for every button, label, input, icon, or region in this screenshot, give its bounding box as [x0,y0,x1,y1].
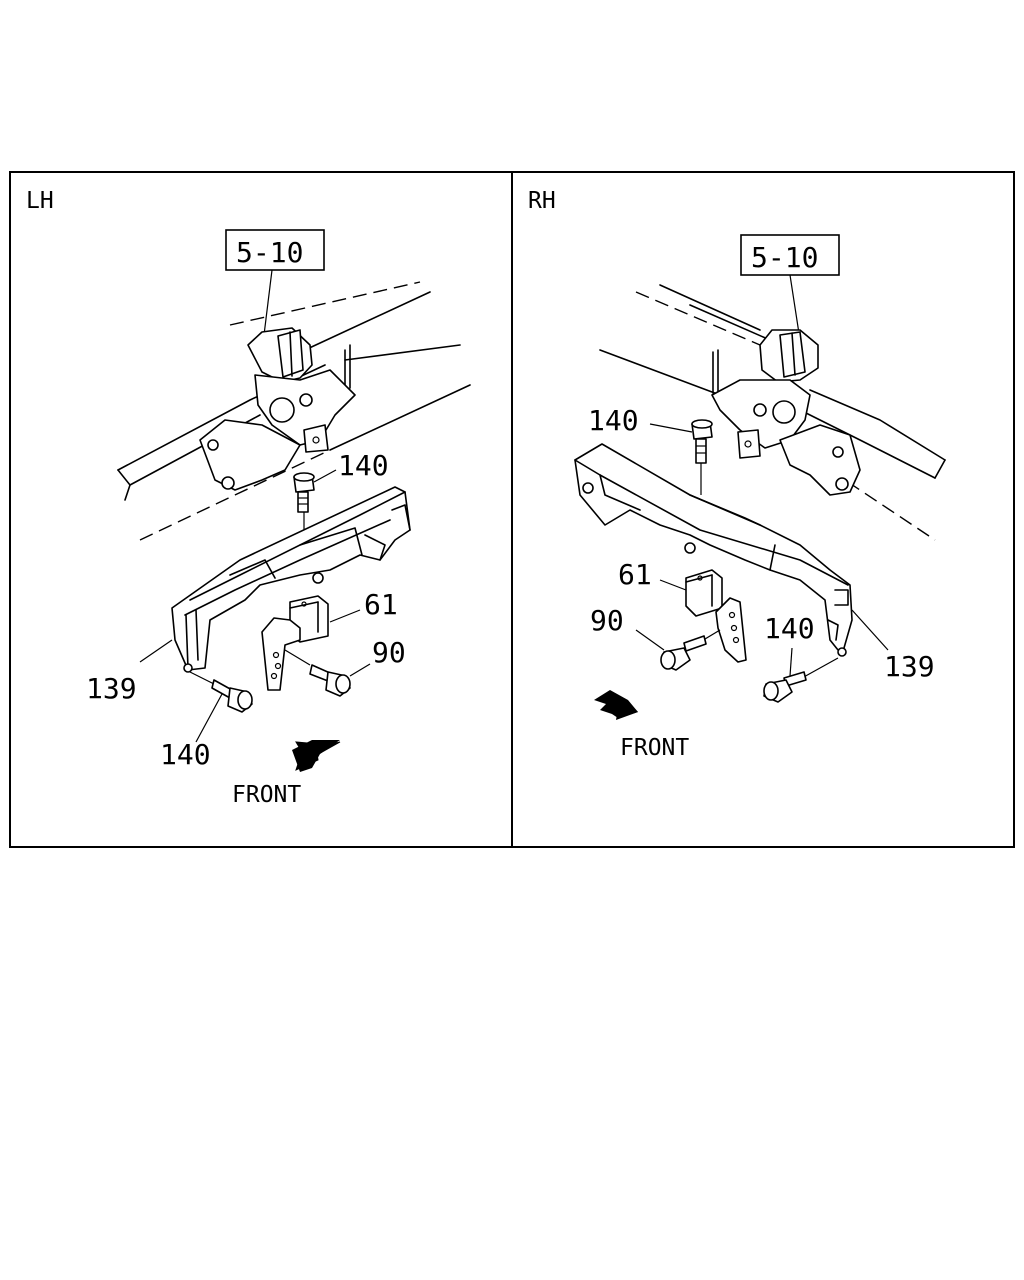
callout-140-top-rh: 140 [588,404,639,437]
mount-plate-lh [261,617,311,691]
front-arrow-lh [292,740,341,772]
bracket-139-lh [139,486,411,673]
front-arrow-rh [594,690,638,720]
engine-mount-lh [199,327,356,491]
bolt-140-bottom-rh [763,647,839,703]
front-label-rh: FRONT [620,735,689,761]
callout-61-lh: 61 [364,588,398,621]
callout-140-bottom-rh: 140 [764,612,815,645]
engine-mount-rh [711,329,861,496]
ref-box-lh-text: 5-10 [236,236,303,269]
frame-rail-rh [599,284,946,541]
bolt-90-rh [635,629,707,671]
side-label-lh: LH [26,188,54,214]
panel-rh: RH 5-10 [528,188,946,761]
callout-90-rh: 90 [590,604,624,637]
side-label-rh: RH [528,188,556,214]
bolt-140-top-rh [649,419,713,495]
panel-lh: LH 5-10 [26,188,471,808]
ref-box-rh: 5-10 [740,234,840,341]
bolt-140-top-lh [293,469,337,540]
front-label-lh: FRONT [232,782,301,808]
callout-140-top-lh: 140 [338,449,389,482]
bracket-139-rh [574,443,889,657]
callout-139-lh: 139 [86,672,137,705]
bolt-90-lh [309,663,371,697]
bolt-140-bottom-lh [189,671,253,743]
callout-140-bottom-lh: 140 [160,738,211,771]
bracket-61-rh [659,569,723,617]
callout-139-rh: 139 [884,650,935,683]
callout-90-lh: 90 [372,636,406,669]
ref-box-rh-text: 5-10 [751,241,818,274]
callout-61-rh: 61 [618,558,652,591]
ref-box-lh: 5-10 [225,229,325,336]
